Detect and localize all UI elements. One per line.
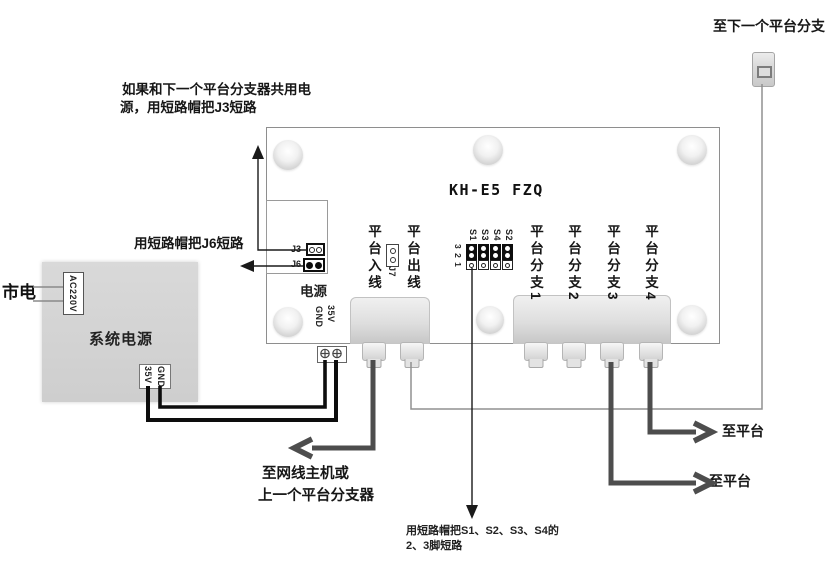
ac220v-label: AC220V [68,275,78,313]
screw-hole [273,307,303,337]
connector-tip [643,359,659,368]
pin-scale-label: 3 2 1 [453,244,463,268]
note-short-s-line1: 用短路帽把S1、S2、S3、S4的 [406,525,559,537]
pin [389,257,396,263]
note-to-host-line2: 上一个平台分支器 [258,488,374,504]
mains-label: 市电 [2,283,36,302]
branch1-label: 平台分支1 [528,224,543,304]
to-host-arrowhead [287,436,314,460]
platform-in-label: 平台入线 [366,224,381,292]
psu-35v-label: 35V [143,366,153,384]
branch1-connector [524,342,548,368]
screw-hole [476,306,504,334]
j3-arrowhead [252,145,264,159]
power-supply-name: 系统电源 [89,331,154,348]
screw-hole [677,305,707,335]
branch3-label: 平台分支3 [605,224,620,304]
s2-label: S2 [504,229,514,242]
pin [309,246,315,253]
branch4-label: 平台分支4 [643,224,658,304]
note-share-power-line1: 如果和下一个平台分支器共用电 [122,82,311,97]
pin [316,246,322,253]
jumper-j6 [303,258,325,272]
note-short-j6: 用短路帽把J6短路 [134,236,244,251]
branch4-connector [639,342,663,368]
branch4-cable [647,362,696,435]
jumper-s2 [502,244,513,270]
s-arrowhead [466,505,478,519]
screw-hole [677,135,707,165]
note-to-next-branch: 至下一个平台分支 [713,18,825,34]
platform-in-cable [312,360,376,451]
note-to-platform-top: 至平台 [722,423,764,439]
power-pin-35v-label: 35V [326,305,336,323]
note-to-platform-bottom: 至平台 [709,473,751,489]
shorting-cap [490,244,501,260]
next-branch-connector [752,52,775,87]
power-section-label: 电源 [300,284,327,299]
jumper-j7-label: J7 [387,266,397,278]
connector-tip [404,359,420,368]
jumper-s1 [466,244,477,270]
note-short-s-line2: 2、3脚短路 [406,540,463,552]
jumper-j3 [306,243,325,256]
j6-arrowhead [240,260,254,272]
connector-tip [604,359,620,368]
open-pin [502,260,513,270]
screw-hole [473,135,503,165]
connector-slot [757,66,772,78]
platform-out-label: 平台出线 [405,224,420,292]
branch3-cable [608,362,696,486]
jumper-s4 [490,244,501,270]
note-to-host-line1: 至网线主机或 [262,466,349,482]
connector-tip [366,359,382,368]
branch2-label: 平台分支2 [566,224,581,304]
pin [306,261,314,269]
shorting-cap [478,244,489,260]
jumper-j3-label: J3 [291,244,302,254]
ac-input-terminal [63,272,84,315]
connector-tip [528,359,544,368]
inout-connector-block [350,297,430,344]
power-terminal-block [317,346,347,363]
open-pin [478,260,489,270]
branch3-connector [600,342,624,368]
jumper-j6-label: J6 [291,259,302,269]
power-pin-gnd-label: GND [314,306,324,328]
connector-tip [566,359,582,368]
board-title: KH-E5 FZQ [449,181,544,199]
shorting-cap [502,244,513,260]
s1-label: S1 [468,229,478,242]
open-pin [490,260,501,270]
psu-gnd-label: GND [156,366,166,388]
shorting-cap [466,244,477,260]
s3-label: S3 [480,229,490,242]
jumper-s3 [478,244,489,270]
to-platform-arrowhead-top [692,420,719,444]
pin [314,261,322,269]
jumper-j7 [386,244,399,267]
s4-label: S4 [492,229,502,242]
branch2-connector [562,342,586,368]
open-pin [466,260,477,270]
note-share-power-line2: 源，用短路帽把J3短路 [120,100,257,115]
screw-hole [273,140,303,170]
platform-out-connector [400,342,424,368]
platform-in-connector [362,342,386,368]
pin [389,248,396,254]
